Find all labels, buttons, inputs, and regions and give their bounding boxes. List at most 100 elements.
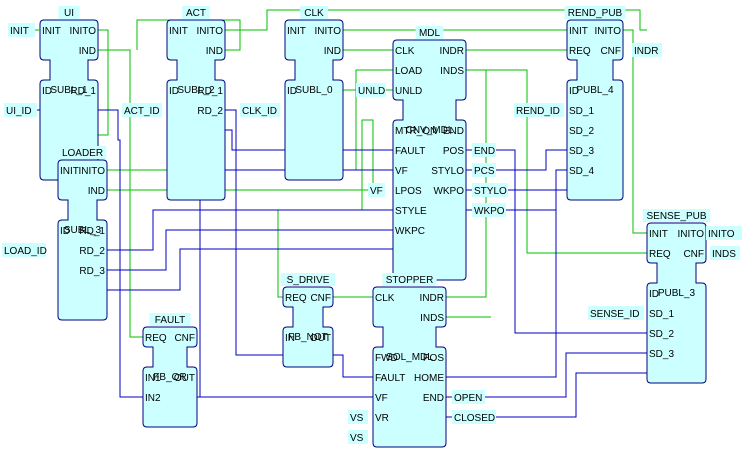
event-wire [107,69,393,171]
vs-label: VS [348,430,368,444]
data-wire [98,109,143,398]
event-wire [225,9,647,31]
data-wire [107,229,393,271]
data-input-port: IN2 [145,393,161,404]
event-input-port: INIT [649,229,668,240]
fb-body [142,326,198,428]
event-output-port: CNF [600,46,621,57]
fb-instance-text: CLK [304,8,324,19]
fb-type-name: SUBL_1 [50,85,88,96]
event-input-port: REQ [649,249,671,260]
fb-instance-name: STOPPER [382,273,437,286]
open-label: OPEN [452,390,485,404]
data-output-port: HOME [414,373,444,384]
data-input-port: MTR_ON [395,126,437,137]
data-output-port: RD_2 [197,106,223,117]
fb-body [646,222,707,384]
svg-text:SENSE_ID: SENSE_ID [590,309,639,320]
event-input-port: CLK [395,46,415,57]
event-input-port: LOAD [395,66,422,77]
event-input-port: UNLD [395,86,422,97]
event-input-port: INIT [569,26,588,37]
inds-label: INDS [710,246,740,260]
fb-body [284,19,344,181]
data-input-port: SD_1 [569,106,594,117]
data-input-port: ID [60,226,70,237]
indr-label: INDR [632,43,662,57]
data-input-port: ID [287,86,297,97]
data-output-port: RD_1 [79,226,105,237]
svg-text:STYLO: STYLO [474,186,507,197]
svg-text:UNLD: UNLD [358,86,385,97]
unld-label: UNLD [356,83,386,97]
svg-text:UI_ID: UI_ID [6,106,32,117]
event-output-port: CNF [683,249,704,260]
svg-text:INIT: INIT [10,26,29,37]
event-output-port: IND [79,46,96,57]
mdl-stylo-label: STYLO [472,183,508,197]
event-output-port: INITO [79,166,106,177]
fb-type-name: SUBL_0 [295,85,333,96]
svg-text:INDR: INDR [634,46,658,57]
event-output-port: INDS [420,313,444,324]
fb-instance-text: SENSE_PUB [646,211,706,222]
data-input-port: ID [649,289,659,300]
fb-instance-text: MDL [419,28,441,39]
data-wire [446,372,647,418]
fb-sense-pub[interactable]: SENSE_PUBPUBL_3INITREQINITOCNFIDSD_1SD_2… [642,209,711,384]
event-wire [98,49,143,338]
svg-text:WKPO: WKPO [474,206,505,217]
event-wire [107,119,374,298]
act-id-label: ACT_ID [122,103,162,117]
fb-body [392,39,467,281]
data-output-port: POS [423,353,444,364]
fb-body [166,19,226,201]
data-output-port: RD_1 [70,86,96,97]
fb-instance-text: LOADER [62,148,103,159]
fb-instance-name: CLK [300,6,328,19]
data-output-port: END [443,126,464,137]
fb-body [566,19,624,201]
data-output-port: RD_2 [79,246,105,257]
data-wire [466,149,567,171]
event-output-port: IND [324,46,341,57]
svg-text:VS: VS [350,433,364,444]
data-input-port: IN1 [145,373,161,384]
data-wire [333,354,373,378]
fb-instance-name: REND_PUB [564,6,626,19]
data-input-port: ID [169,86,179,97]
data-input-port: IN [285,333,295,344]
fb-instance-name: ACT [182,6,210,19]
event-wire [466,69,647,254]
event-output-port: INDS [440,66,464,77]
fb-mdl[interactable]: MDLCNV_MDLCLKLOADUNLDINDRINDSMTR_ONFAULT… [392,26,467,281]
fb-type-name: PUBL_4 [576,85,614,96]
fb-type-name: SOL_MDL [386,352,433,363]
data-input-port: VF [395,166,408,177]
data-input-port: SD_2 [569,126,594,137]
load-id-label: LOAD_ID [2,243,47,257]
mdl-pcs-label: PCS [472,163,496,177]
fb-instance-text: UI [64,8,74,19]
fb-type-name: PUBL_3 [658,288,696,299]
data-input-port: WKPC [395,226,425,237]
data-output-port: RD_1 [197,86,223,97]
closed-label: CLOSED [452,410,496,424]
data-input-port: LPOS [395,186,422,197]
fb-body [282,286,334,368]
fb-instance-name: SENSE_PUB [642,209,711,222]
fb-instance-text: S_DRIVE [287,275,330,286]
data-wire [446,352,647,398]
event-input-port: CLK [375,293,395,304]
fb-rend-pub[interactable]: REND_PUBPUBL_4INITREQINITOCNFIDSD_1SD_2S… [564,6,626,201]
fb-body [372,286,447,448]
